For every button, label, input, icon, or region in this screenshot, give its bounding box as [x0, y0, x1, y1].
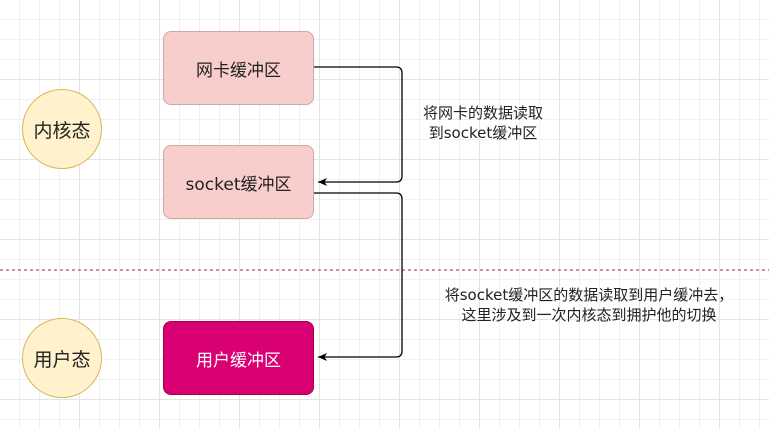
nic-to-socket-note-line1: 将网卡的数据读取: [422, 104, 543, 122]
nic-to-socket-note: 将网卡的数据读取 到socket缓冲区: [408, 103, 558, 143]
nic-buffer-label: 网卡缓冲区: [196, 60, 281, 81]
socket-to-user-note-line2: 这里涉及到一次内核态到拥护他的切换: [461, 306, 717, 324]
kernel-state-ellipse: 内核态: [22, 89, 102, 169]
nic-to-socket-arrow: [314, 66, 403, 186]
socket-buffer-label: socket缓冲区: [185, 174, 292, 195]
socket-to-user-note-line1: 将socket缓冲区的数据读取到用户缓冲去，: [444, 286, 734, 304]
nic-buffer-box: 网卡缓冲区: [163, 31, 314, 105]
socket-buffer-box: socket缓冲区: [163, 145, 314, 219]
user-state-ellipse: 用户态: [22, 318, 102, 398]
socket-to-user-arrow: [314, 192, 403, 361]
user-buffer-box: 用户缓冲区: [163, 321, 314, 395]
socket-to-user-note: 将socket缓冲区的数据读取到用户缓冲去， 这里涉及到一次内核态到拥护他的切换: [412, 285, 766, 325]
nic-to-socket-note-line2: 到socket缓冲区: [428, 124, 538, 142]
kernel-state-label: 内核态: [33, 119, 91, 142]
user-buffer-label: 用户缓冲区: [196, 350, 281, 371]
user-state-label: 用户态: [33, 348, 91, 371]
